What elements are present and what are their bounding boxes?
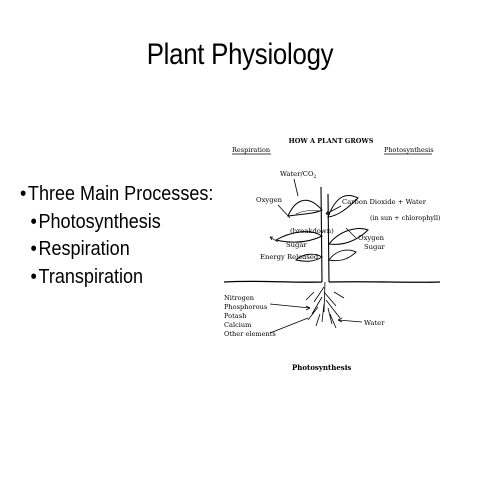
water-label: Water — [364, 319, 385, 327]
bullet-text: Respiration — [38, 237, 130, 260]
bullet-icon: • — [30, 237, 37, 260]
bullet-text: Photosynthesis — [38, 209, 161, 233]
bullet-item: •Photosynthesis — [20, 208, 214, 236]
diagram-header: HOW A PLANT GROWS — [289, 137, 374, 145]
oxygen-right-label: Oxygen — [358, 234, 385, 242]
nutrient-label: Calcium — [224, 321, 252, 329]
bullet-icon: • — [30, 209, 37, 233]
left-heading: Respiration — [232, 146, 270, 154]
slide-title: Plant Physiology — [146, 38, 334, 71]
bullet-list: •Three Main Processes: •Photosynthesis •… — [20, 180, 240, 290]
nutrient-label: Other elements — [224, 330, 276, 338]
sugar-right-label: Sugar — [364, 243, 385, 251]
bullet-text: Transpiration — [38, 264, 144, 288]
bullet-item: •Three Main Processes: — [20, 180, 214, 208]
bullet-icon: • — [30, 264, 37, 288]
bullet-item: •Transpiration — [20, 263, 214, 291]
energy-released-label: Energy Released — [260, 253, 319, 261]
bullet-item: •Respiration — [20, 235, 214, 263]
right-heading: Photosynthesis — [384, 146, 434, 154]
breakdown-label: (breakdown) — [290, 227, 334, 235]
sun-chlorophyll-label: (in sun + chlorophyll) — [370, 214, 441, 222]
bullet-icon: • — [20, 182, 27, 205]
nutrient-label: Nitrogen — [224, 294, 255, 302]
water-co2-label: Water/CO2 — [280, 170, 317, 180]
plant-diagram: HOW A PLANT GROWS Respiration Photosynth… — [218, 132, 444, 377]
bullet-text: Three Main Processes: — [27, 182, 214, 205]
nutrient-label: Phosphorous — [224, 303, 268, 311]
diagram-caption: Photosynthesis — [292, 363, 351, 372]
nutrient-label: Potash — [224, 312, 247, 320]
carbon-dioxide-water-label: Carbon Dioxide + Water — [342, 198, 427, 206]
plant-diagram-svg: HOW A PLANT GROWS Respiration Photosynth… — [223, 137, 441, 372]
sugar-left-label: Sugar — [286, 241, 307, 249]
oxygen-left-label: Oxygen — [256, 196, 283, 204]
